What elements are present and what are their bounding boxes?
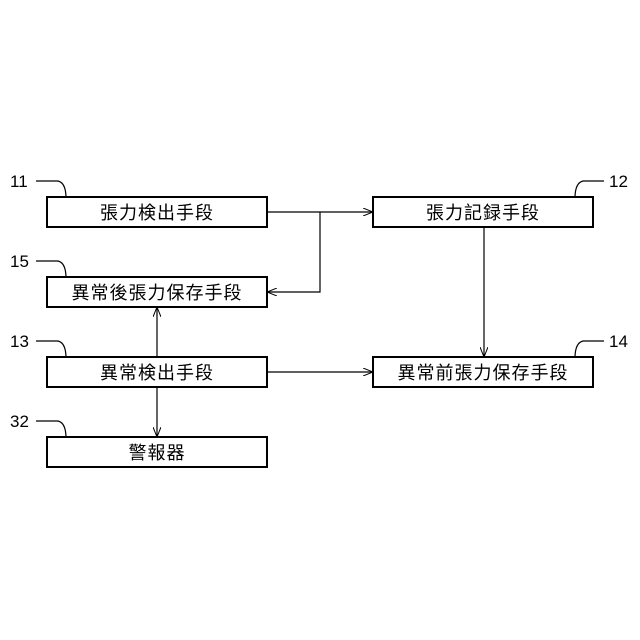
alarm-label: 警報器 bbox=[129, 439, 186, 465]
tension-detect-block: 張力検出手段 bbox=[46, 196, 268, 228]
post-anomaly-save-label: 異常後張力保存手段 bbox=[72, 279, 243, 305]
anomaly-detect-label: 異常検出手段 bbox=[100, 359, 214, 385]
post-anomaly-save-block: 異常後張力保存手段 bbox=[46, 276, 268, 308]
alarm-block: 警報器 bbox=[46, 436, 268, 468]
ref-numeral-11: 11 bbox=[10, 173, 28, 190]
tension-detect-label: 張力検出手段 bbox=[100, 199, 214, 225]
tension-record-block: 張力記録手段 bbox=[372, 196, 594, 228]
pre-anomaly-save-label: 異常前張力保存手段 bbox=[398, 359, 569, 385]
ref-numeral-12: 12 bbox=[609, 173, 628, 190]
tension-record-label: 張力記録手段 bbox=[426, 199, 540, 225]
ref-numeral-13: 13 bbox=[10, 333, 29, 350]
ref-numeral-32: 32 bbox=[10, 413, 29, 430]
arrow-detect-to-post-save bbox=[268, 212, 320, 292]
ref-numeral-15: 15 bbox=[10, 253, 29, 270]
anomaly-detect-block: 異常検出手段 bbox=[46, 356, 268, 388]
ref-numeral-14: 14 bbox=[609, 333, 628, 350]
pre-anomaly-save-block: 異常前張力保存手段 bbox=[372, 356, 594, 388]
